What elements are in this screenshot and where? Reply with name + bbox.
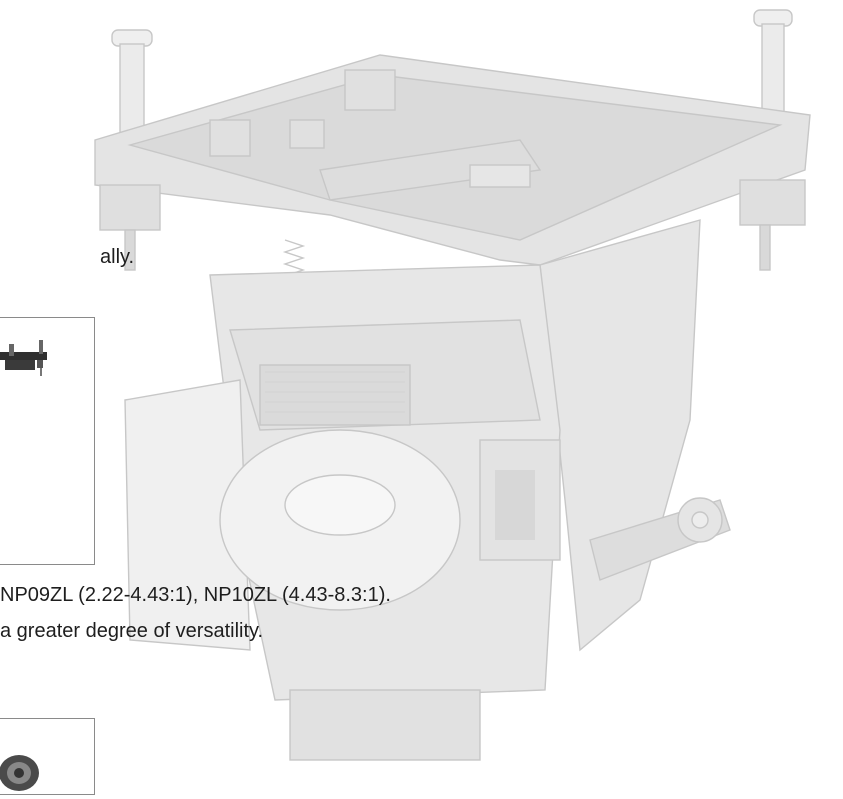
text-fragment-2: NP09ZL (2.22-4.43:1), NP10ZL (4.43-8.3:1… xyxy=(0,584,391,606)
lamp-assembly-icon xyxy=(0,340,47,376)
text-fragment-3: a greater degree of versatility. xyxy=(0,620,264,642)
lamp-assembly-thumbnail[interactable] xyxy=(0,317,95,565)
lens-thumbnail[interactable] xyxy=(0,718,95,795)
lens-icon xyxy=(0,755,39,791)
lamp-module-illustration xyxy=(94,9,811,761)
text-fragment-1: ally. xyxy=(100,246,135,268)
